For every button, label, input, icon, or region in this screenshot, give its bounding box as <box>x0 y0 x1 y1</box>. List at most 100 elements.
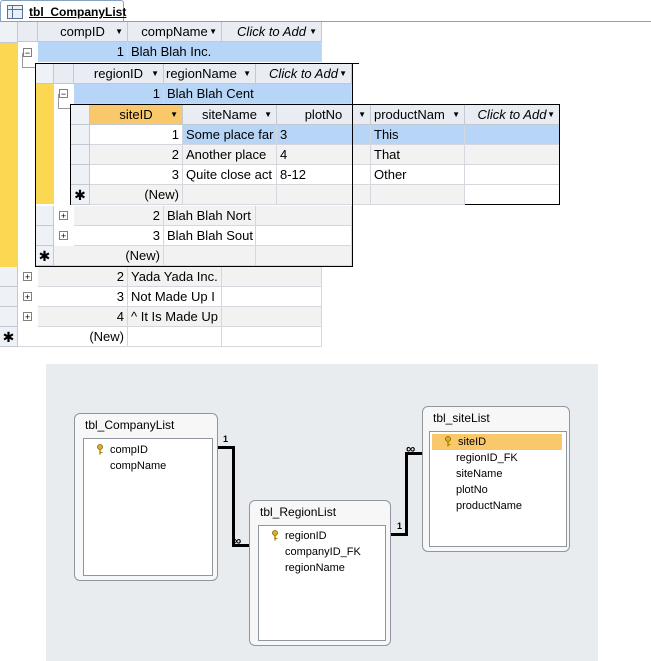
asterisk-icon[interactable]: ✱ <box>36 246 54 266</box>
field-regionID-FK[interactable]: regionID_FK <box>440 450 518 466</box>
site-name-cell[interactable]: Some place far <box>183 125 277 145</box>
new-record-cell[interactable]: (New) <box>18 327 128 347</box>
click-to-add-cell[interactable] <box>465 125 560 145</box>
dropdown-arrow-icon[interactable]: ▼ <box>264 110 272 119</box>
region-select-all-box[interactable] <box>36 64 54 84</box>
header-siteName[interactable]: siteName▼ <box>183 105 277 125</box>
region-id-cell[interactable]: 2 <box>74 206 164 226</box>
company-name-cell[interactable]: ^ It Is Made Up <box>128 307 222 327</box>
expand-icon[interactable]: + <box>59 231 68 241</box>
header-click-to-add[interactable]: Click to Add▼ <box>256 64 352 84</box>
asterisk-icon[interactable]: ✱ <box>71 185 90 205</box>
region-record-selector-active[interactable] <box>36 84 54 204</box>
field-siteName[interactable]: siteName <box>440 466 502 482</box>
region-name-cell[interactable]: Blah Blah Cent <box>164 84 352 104</box>
site-id-cell[interactable]: 3 <box>90 165 183 185</box>
region-id-cell[interactable]: 3 <box>74 226 164 246</box>
dropdown-arrow-icon[interactable]: ▼ <box>452 110 460 119</box>
header-click-to-add[interactable]: Click to Add▼ <box>465 105 560 125</box>
click-to-add-cell[interactable] <box>222 267 322 287</box>
relationship-line[interactable] <box>232 544 249 547</box>
record-selector[interactable] <box>71 125 90 145</box>
record-selector[interactable] <box>0 267 18 287</box>
empty-cell[interactable] <box>183 185 277 205</box>
relationship-line[interactable] <box>405 452 408 536</box>
field-companyID-FK[interactable]: companyID_FK <box>269 544 361 560</box>
relationship-line[interactable] <box>218 446 233 449</box>
relationship-line[interactable] <box>391 533 408 536</box>
field-compName[interactable]: compName <box>94 458 166 474</box>
header-plotNo[interactable]: plotNo▼ <box>277 105 371 125</box>
company-name-cell[interactable]: Yada Yada Inc. <box>128 267 222 287</box>
company-name-cell[interactable]: Blah Blah Inc. <box>128 42 322 62</box>
record-selector-active[interactable] <box>0 43 18 268</box>
dropdown-arrow-icon[interactable]: ▼ <box>209 27 217 36</box>
click-to-add-cell[interactable] <box>256 226 352 246</box>
empty-cell[interactable] <box>164 246 256 266</box>
dropdown-arrow-icon[interactable]: ▼ <box>243 69 251 78</box>
empty-cell[interactable] <box>128 327 222 347</box>
region-name-cell[interactable]: Blah Blah Nort <box>164 206 256 226</box>
click-to-add-cell[interactable] <box>465 145 560 165</box>
site-select-all-box[interactable] <box>71 105 90 125</box>
plot-no-cell[interactable]: 8-12 <box>277 165 371 185</box>
field-productName[interactable]: productName <box>440 498 522 514</box>
product-name-cell[interactable]: Other <box>371 165 465 185</box>
empty-cell[interactable] <box>277 185 371 205</box>
company-table-box[interactable]: tbl_CompanyList compID compName <box>74 413 218 581</box>
site-id-cell[interactable]: 1 <box>90 125 183 145</box>
product-name-cell[interactable]: That <box>371 145 465 165</box>
site-id-cell[interactable]: 2 <box>90 145 183 165</box>
table-tab[interactable]: tbl_CompanyList <box>0 0 126 22</box>
empty-cell[interactable] <box>256 246 352 266</box>
expand-icon[interactable]: + <box>59 211 68 221</box>
field-regionID[interactable]: regionID <box>269 528 327 544</box>
relationship-line[interactable] <box>405 452 422 455</box>
dropdown-arrow-icon[interactable]: ▼ <box>170 110 178 119</box>
new-record-cell[interactable]: (New) <box>90 185 183 205</box>
new-record-cell[interactable]: (New) <box>54 246 164 266</box>
product-name-cell[interactable]: This <box>371 125 465 145</box>
site-name-cell[interactable]: Quite close act <box>183 165 277 185</box>
field-siteID[interactable]: siteID <box>432 434 562 450</box>
header-regionID[interactable]: regionID▼ <box>74 64 164 84</box>
header-regionName[interactable]: regionName▼ <box>164 64 256 84</box>
click-to-add-cell[interactable] <box>222 287 322 307</box>
header-compID[interactable]: compID▼ <box>38 22 128 42</box>
region-name-cell[interactable]: Blah Blah Sout <box>164 226 256 246</box>
dropdown-arrow-icon[interactable]: ▼ <box>115 27 123 36</box>
empty-cell[interactable] <box>222 327 322 347</box>
record-selector[interactable] <box>0 307 18 327</box>
header-compName[interactable]: compName▼ <box>128 22 222 42</box>
record-selector[interactable] <box>0 287 18 307</box>
company-id-cell[interactable]: 1 <box>38 42 128 62</box>
click-to-add-cell[interactable] <box>465 165 560 185</box>
region-table-box[interactable]: tbl_RegionList regionID companyID_FK reg… <box>249 500 391 646</box>
relationship-line[interactable] <box>232 446 235 546</box>
select-all-box[interactable] <box>0 22 18 43</box>
record-selector[interactable] <box>71 165 90 185</box>
site-name-cell[interactable]: Another place <box>183 145 277 165</box>
plot-no-cell[interactable]: 4 <box>277 145 371 165</box>
record-selector[interactable] <box>71 145 90 165</box>
record-selector[interactable] <box>36 206 54 226</box>
site-table-box[interactable]: tbl_siteList siteID regionID_FK siteName… <box>422 406 570 552</box>
record-selector[interactable] <box>36 226 54 246</box>
field-plotNo[interactable]: plotNo <box>440 482 488 498</box>
expand-icon[interactable]: + <box>23 292 32 302</box>
company-name-cell[interactable]: Not Made Up I <box>128 287 222 307</box>
company-id-cell[interactable]: 2 <box>38 267 128 287</box>
dropdown-arrow-icon[interactable]: ▼ <box>309 27 317 36</box>
click-to-add-cell[interactable] <box>256 206 352 226</box>
dropdown-arrow-icon[interactable]: ▼ <box>358 110 366 119</box>
header-siteID[interactable]: siteID▼ <box>90 105 183 125</box>
header-productName[interactable]: productNam▼ <box>371 105 465 125</box>
expand-icon[interactable]: + <box>23 312 32 322</box>
collapse-icon[interactable]: − <box>23 48 32 58</box>
field-regionName[interactable]: regionName <box>269 560 345 576</box>
click-to-add-cell[interactable] <box>222 307 322 327</box>
dropdown-arrow-icon[interactable]: ▼ <box>339 69 347 78</box>
expand-icon[interactable]: + <box>23 272 32 282</box>
field-compID[interactable]: compID <box>94 442 148 458</box>
region-id-cell[interactable]: 1 <box>74 84 164 104</box>
